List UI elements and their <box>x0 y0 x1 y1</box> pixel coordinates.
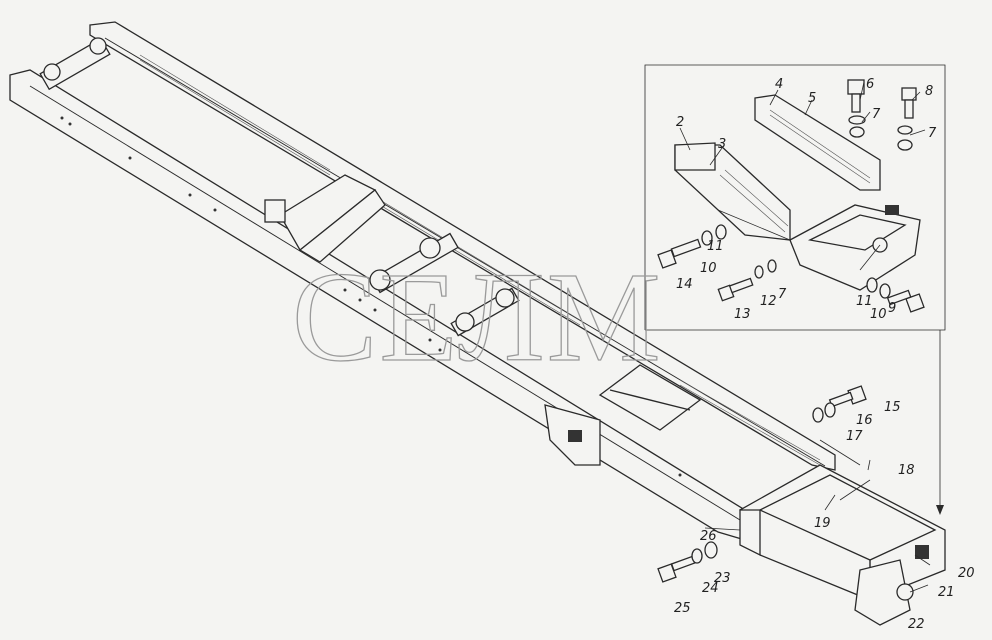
bolt-25-icon <box>657 541 718 583</box>
callout-6: 6 <box>866 77 874 92</box>
bolt-9-icon <box>866 277 925 313</box>
callout-8: 8 <box>925 84 933 99</box>
detail-inset <box>644 64 946 515</box>
chassis-frame <box>9 21 946 626</box>
callout-11: 11 <box>856 294 873 309</box>
callout-23: 23 <box>714 571 731 586</box>
callout-7: 7 <box>872 107 881 122</box>
callout-10: 10 <box>870 307 887 322</box>
callout-15: 15 <box>884 400 901 415</box>
bolt-6-icon <box>847 79 866 138</box>
callout-21: 21 <box>938 585 955 600</box>
callout-labels: 2 3 4 5 6 7 8 7 10 11 14 12 7 13 11 10 9… <box>674 77 975 632</box>
bolt-14-icon <box>657 224 727 269</box>
bolt-15-icon <box>812 385 867 423</box>
callout-7: 7 <box>928 126 937 141</box>
callout-20: 20 <box>958 566 975 581</box>
callout-22: 22 <box>908 617 925 632</box>
callout-19: 19 <box>814 516 831 531</box>
callout-18: 18 <box>898 463 915 478</box>
callout-24: 24 <box>702 581 719 596</box>
callout-2: 2 <box>676 115 684 130</box>
bolt-8-icon <box>897 87 917 151</box>
callout-7: 7 <box>778 287 787 302</box>
bolt-13-icon <box>717 259 777 302</box>
watermark-text: СЕЛМ <box>292 246 663 388</box>
callout-16: 16 <box>856 413 873 428</box>
callout-4: 4 <box>775 77 783 92</box>
callout-9: 9 <box>888 301 896 316</box>
callout-5: 5 <box>808 91 816 106</box>
callout-17: 17 <box>846 429 863 444</box>
callout-11: 11 <box>707 239 724 254</box>
callout-25: 25 <box>674 601 691 616</box>
callout-12: 12 <box>760 294 777 309</box>
callout-14: 14 <box>676 277 693 292</box>
callout-13: 13 <box>734 307 751 322</box>
callout-10: 10 <box>700 261 717 276</box>
callout-26: 26 <box>700 529 717 544</box>
callout-3: 3 <box>718 137 726 152</box>
